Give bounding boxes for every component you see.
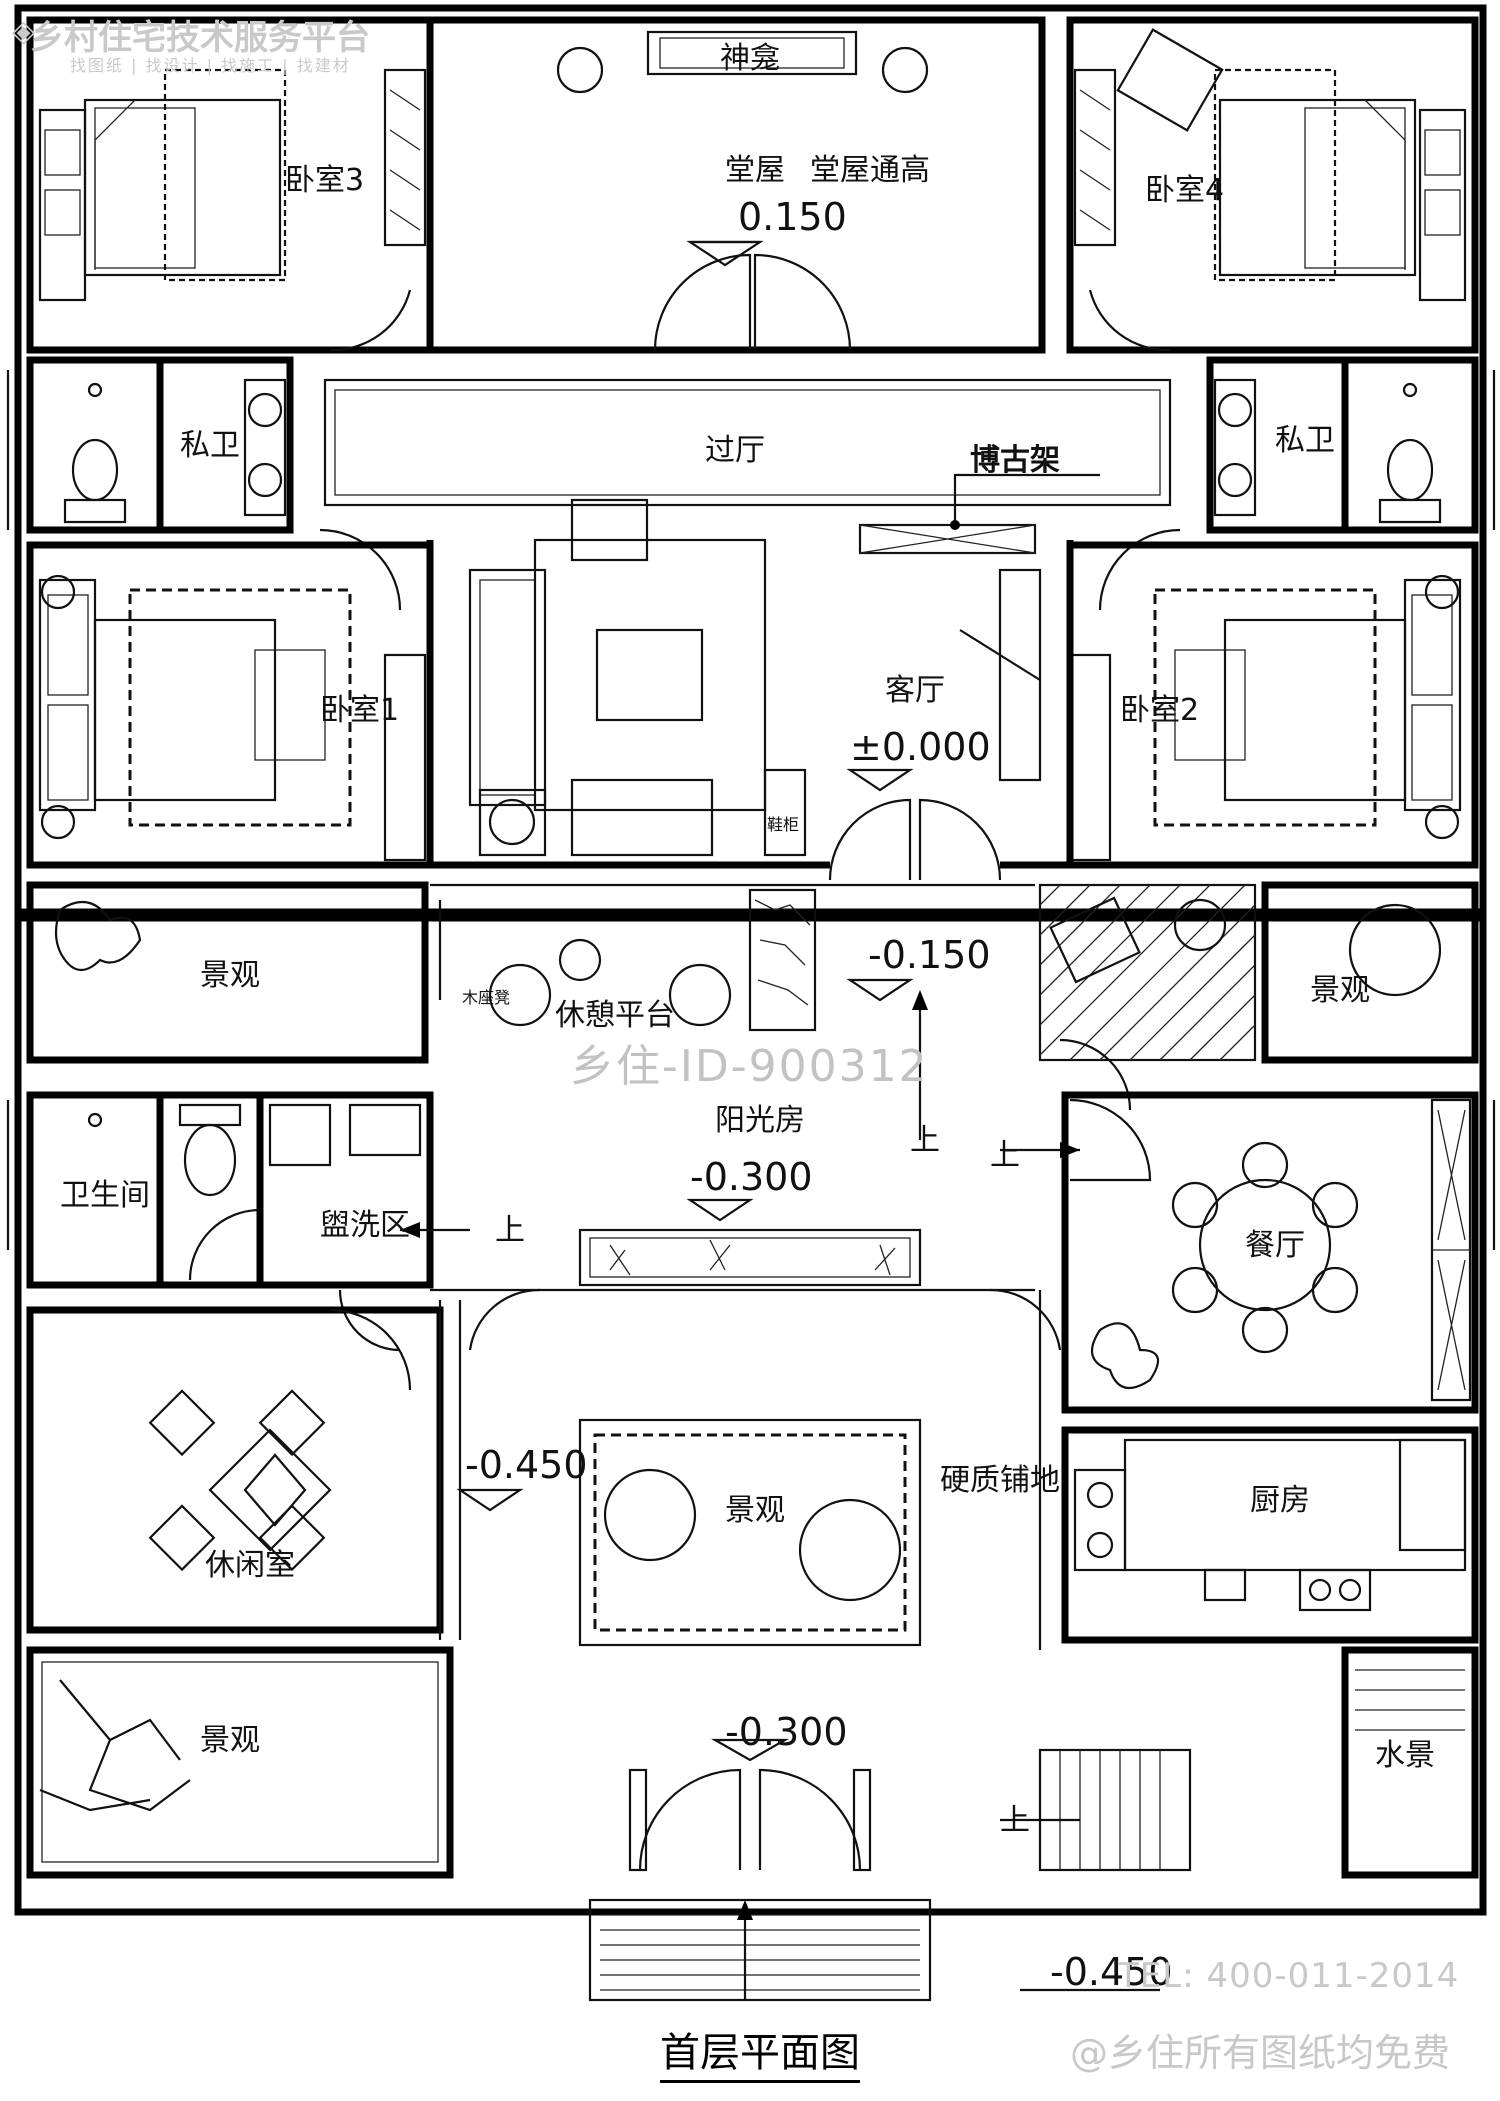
watermark-id: 乡住-ID-900312 <box>570 1041 929 1092</box>
label-rest-platform: 休憩平台 <box>555 998 675 1033</box>
up-label-stair: 上 <box>1000 1803 1030 1838</box>
sunroom-row <box>26 1091 1479 1414</box>
label-bath-left: 私卫 <box>180 428 240 463</box>
label-kitchen: 厨房 <box>1250 1483 1310 1518</box>
label-water-feature: 水景 <box>1375 1738 1435 1773</box>
brand-name: 乡村住宅技术服务平台 <box>30 18 370 58</box>
label-hard-paving: 硬质铺地 <box>940 1463 1060 1498</box>
label-main-hall: 堂屋 <box>725 153 785 188</box>
label-lobby: 过厅 <box>705 433 765 468</box>
label-bath-right: 私卫 <box>1275 423 1335 458</box>
label-living-room: 客厅 <box>885 673 945 708</box>
level-main-hall: 0.150 <box>738 195 847 239</box>
up-label-dining: 上 <box>990 1138 1020 1173</box>
label-main-hall-note: 堂屋通高 <box>810 153 930 188</box>
level-marks: 0.150 ±0.000 -0.150 -0.300 -0.450 -0.300… <box>465 195 1173 1994</box>
up-label-wash: 上 <box>495 1213 525 1248</box>
level-terrace: -0.150 <box>868 933 991 977</box>
label-wood-bench: 木座凳 <box>462 988 510 1007</box>
level-sunroom: -0.300 <box>690 1155 813 1199</box>
label-antique-shelf: 博古架 <box>970 443 1060 478</box>
label-toilet: 卫生间 <box>60 1178 150 1213</box>
label-sunroom: 阳光房 <box>715 1103 805 1138</box>
courtyard-row <box>26 1288 1479 1650</box>
brand-logo-icon: ◈ <box>12 14 36 49</box>
up-labels: 上 上 上 上 <box>495 1123 1030 1838</box>
label-shrine: 神龛 <box>720 41 780 76</box>
front-zone <box>26 1646 1479 2002</box>
label-courtyard-landscape: 景观 <box>725 1493 785 1528</box>
label-landscape-right: 景观 <box>1310 973 1370 1008</box>
level-outside: -0.450 <box>1050 1950 1173 1994</box>
middle-zone <box>26 473 1479 881</box>
label-landscape-left: 景观 <box>200 958 260 993</box>
drawing-title: 首层平面图 <box>660 2020 860 2083</box>
label-bedroom2: 卧室2 <box>1120 693 1199 728</box>
up-label-terrace: 上 <box>910 1123 940 1158</box>
level-entrance: -0.300 <box>725 1710 848 1754</box>
label-leisure-room: 休闲室 <box>205 1548 295 1583</box>
label-wash-area: 盥洗区 <box>320 1208 410 1243</box>
free-drawings-tagline: @乡住所有图纸均免费 <box>1070 2031 1451 2075</box>
top-zone <box>26 16 1479 611</box>
level-living-room: ±0.000 <box>850 725 991 769</box>
label-front-landscape: 景观 <box>200 1723 260 1758</box>
level-courtyard: -0.450 <box>465 1443 588 1487</box>
room-labels: 神龛 堂屋 堂屋通高 卧室3 卧室4 私卫 私卫 过厅 博古架 客厅 卧室1 卧… <box>60 41 1435 1773</box>
contact-tel: TEL: 400-011-2014 <box>1118 1956 1460 1996</box>
label-shoe-cabinet: 鞋柜 <box>767 815 799 834</box>
label-bedroom3: 卧室3 <box>285 163 364 198</box>
label-bedroom1: 卧室1 <box>320 693 399 728</box>
label-bedroom4: 卧室4 <box>1145 173 1224 208</box>
terrace-row <box>26 881 1479 1140</box>
label-dining-room: 餐厅 <box>1245 1228 1305 1263</box>
brand-services: 找图纸 | 找设计 | 找施工 | 找建材 <box>70 56 351 75</box>
